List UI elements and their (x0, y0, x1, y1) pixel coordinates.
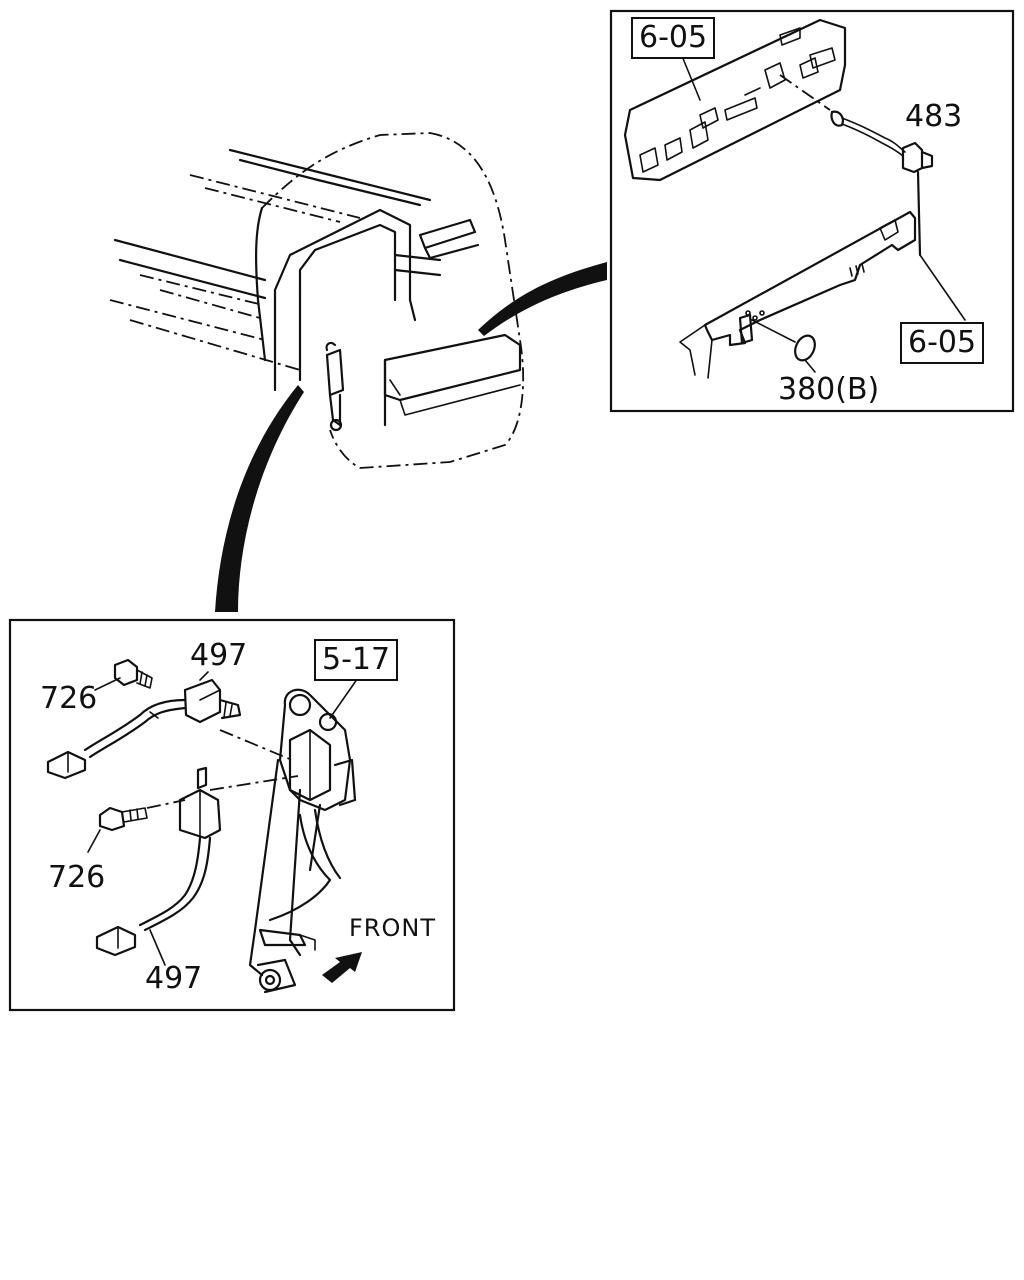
part-label-380b: 380(B) (778, 372, 880, 407)
inset-bottom-left-drawing (46, 658, 362, 994)
part-label-726-top: 726 (40, 681, 98, 716)
ref-label-5-17: 5-17 (314, 639, 399, 681)
part-label-497-bottom: 497 (145, 961, 203, 996)
part-label-497-top: 497 (190, 638, 248, 673)
arrow-front-icon (322, 952, 362, 983)
inset-top-right-drawing (623, 18, 966, 379)
ref-label-6-05-upper: 6-05 (631, 17, 716, 59)
cab-overview-drawing (109, 132, 607, 612)
inset-frame-top-right (609, 9, 1015, 413)
ref-label-6-05-lower: 6-05 (900, 322, 985, 364)
part-label-483: 483 (905, 99, 963, 134)
part-label-726-bottom: 726 (48, 860, 106, 895)
inset-frame-bottom-left (8, 618, 456, 1012)
front-direction-label: FRONT (349, 914, 436, 942)
